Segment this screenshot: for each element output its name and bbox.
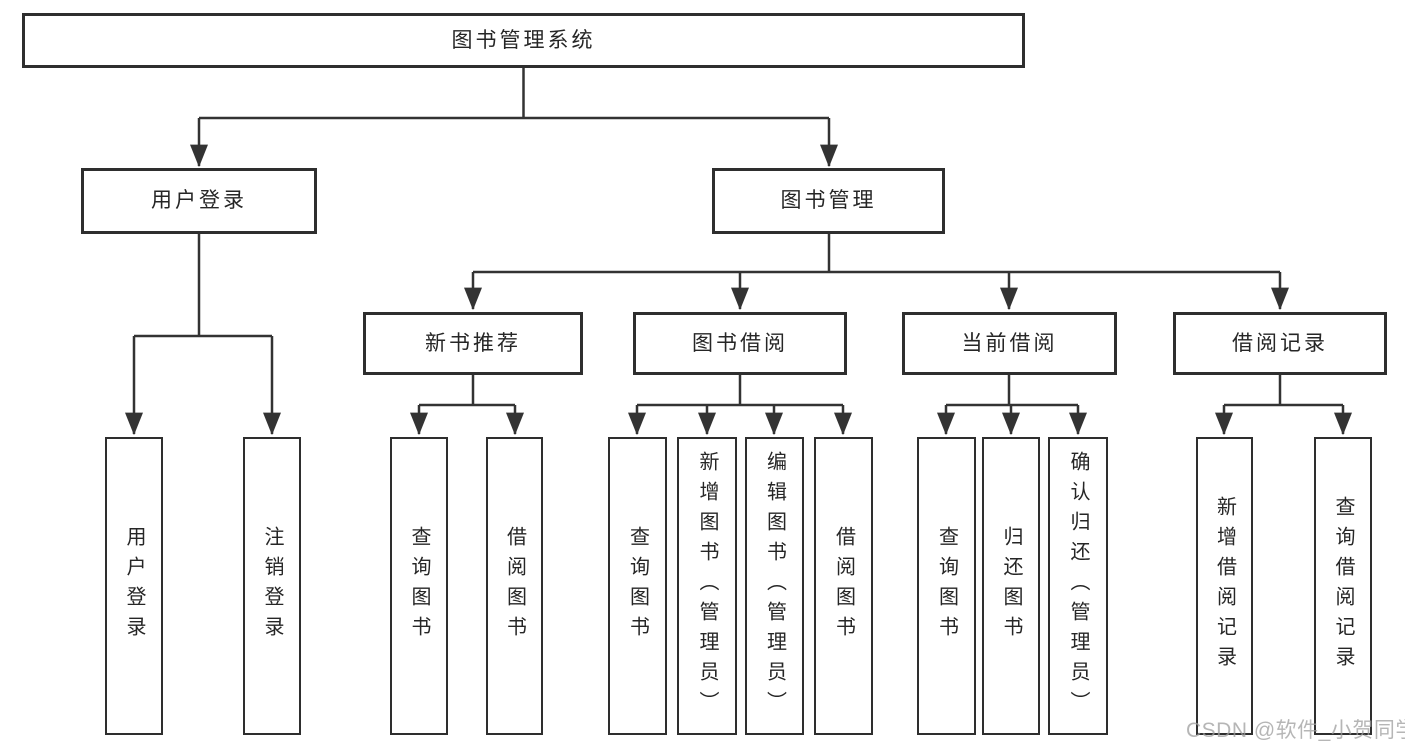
leaf-label: 查询图书 [408,526,430,646]
leaf-edit-book-admin: 编辑图书（管理员） [745,437,804,735]
leaf-label: 借阅图书 [503,526,526,646]
leaf-confirm-return-admin: 确认归还（管理员） [1048,437,1108,735]
leaf-label: 注销登录 [261,526,283,646]
node-label: 新书推荐 [425,331,521,355]
leaf-label: 用户登录 [123,526,145,646]
node-borrow-records: 借阅记录 [1173,312,1387,375]
leaf-label: 借阅图书 [832,526,855,646]
node-label: 图书借阅 [692,331,788,355]
leaf-label: 查询图书 [626,526,649,646]
leaf-label: 新增借阅记录 [1213,496,1236,676]
leaf-label: 编辑图书（管理员） [763,451,786,721]
leaf-label: 确认归还（管理员） [1067,451,1089,721]
node-label: 图书管理 [780,189,877,213]
csdn-watermark: CSDN @软件_小贺同学 [1186,719,1405,742]
leaf-query-book-current: 查询图书 [917,437,976,735]
node-label: 当前借阅 [961,331,1058,355]
node-book-borrow: 图书借阅 [633,312,847,375]
leaf-return-book: 归还图书 [982,437,1040,735]
node-user-login: 用户登录 [81,168,317,234]
node-library-management-system: 图书管理系统 [22,13,1025,68]
leaf-label: 查询图书 [935,526,958,646]
leaf-label: 查询借阅记录 [1332,496,1354,676]
leaf-label: 归还图书 [1000,526,1022,646]
leaf-query-borrow-record: 查询借阅记录 [1314,437,1372,735]
node-book-management: 图书管理 [712,168,945,234]
leaf-user-login: 用户登录 [105,437,163,735]
leaf-add-borrow-record: 新增借阅记录 [1196,437,1253,735]
leaf-borrow-book-recommend: 借阅图书 [486,437,543,735]
leaf-query-book-recommend: 查询图书 [390,437,448,735]
leaf-logout: 注销登录 [243,437,301,735]
leaf-label: 新增图书（管理员） [696,451,718,721]
node-label: 用户登录 [151,189,247,213]
node-current-borrow: 当前借阅 [902,312,1117,375]
node-label: 借阅记录 [1232,331,1328,355]
leaf-query-book-borrow: 查询图书 [608,437,667,735]
leaf-add-book-admin: 新增图书（管理员） [677,437,737,735]
leaf-borrow-book: 借阅图书 [814,437,873,735]
node-label: 图书管理系统 [451,28,596,52]
node-new-book-recommend: 新书推荐 [363,312,583,375]
